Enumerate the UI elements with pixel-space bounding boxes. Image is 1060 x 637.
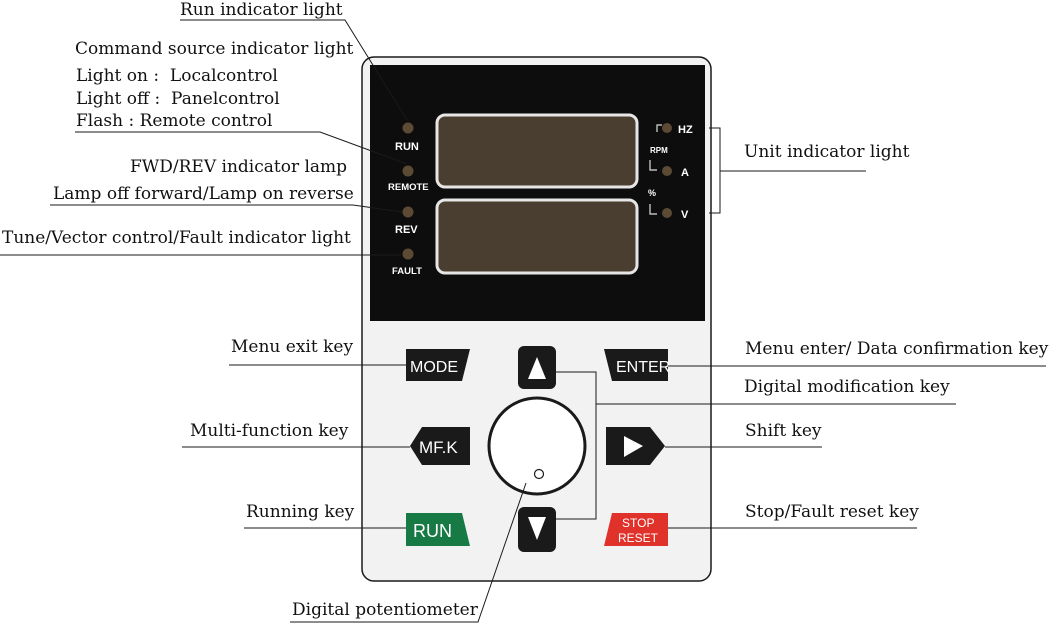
mode-key-label: MODE: [410, 359, 458, 376]
hz-label: HZ: [678, 124, 693, 136]
callout-lamp-off: Lamp off forward/Lamp on reverse: [53, 184, 354, 204]
fault-led: [402, 248, 414, 260]
remote-led: [402, 165, 414, 177]
v-bracket: [649, 204, 657, 215]
stop-reset-key[interactable]: STOP RESET: [604, 513, 668, 546]
potentiometer-knob[interactable]: [487, 396, 587, 496]
fault-led-label: FAULT: [392, 266, 422, 277]
right-arrow-icon: [624, 436, 643, 457]
leader-run: [180, 19, 408, 121]
a-led: [662, 166, 672, 176]
down-arrow-icon: [528, 517, 546, 540]
callout-potentiometer: Digital potentiometer: [292, 600, 478, 620]
run-key[interactable]: RUN: [406, 513, 470, 546]
mode-key[interactable]: MODE: [406, 349, 470, 381]
enter-key[interactable]: ENTER: [604, 349, 670, 381]
run-led-label: RUN: [395, 141, 419, 153]
callout-flash: Flash : Remote control: [76, 111, 273, 131]
rev-led: [402, 206, 414, 218]
stop-key-label-line2: RESET: [618, 531, 659, 545]
callout-tune: Tune/Vector control/Fault indicator ligh…: [2, 228, 351, 248]
percent-label: %: [648, 188, 656, 198]
mfk-key-label: MF.K: [419, 438, 458, 457]
callout-running: Running key: [246, 502, 355, 522]
shift-key[interactable]: [606, 427, 665, 465]
callout-menu-enter: Menu enter/ Data confirmation key: [745, 339, 1049, 359]
leader-rev: [50, 204, 403, 213]
up-key[interactable]: [518, 346, 556, 389]
leader-potentiometer: [290, 482, 527, 623]
up-arrow-icon: [528, 357, 546, 379]
callout-command-source: Command source indicator light: [75, 39, 354, 59]
hz-led: [662, 123, 672, 133]
knob-indicator-dot: [533, 468, 545, 480]
leader-remote: [75, 131, 408, 165]
v-led: [662, 208, 672, 218]
callout-run-indicator: Run indicator light: [180, 0, 343, 20]
rpm-bracket: [656, 124, 662, 132]
leader-digital-mod: [556, 371, 956, 405]
mfk-key[interactable]: MF.K: [410, 427, 470, 465]
rev-led-label: REV: [395, 224, 418, 236]
lower-segment-display: [435, 198, 639, 275]
stop-key-label-line1: STOP: [622, 516, 654, 530]
callout-shift: Shift key: [745, 421, 822, 441]
callout-light-off: Light off : Panelcontrol: [76, 89, 280, 109]
leader-lines: [0, 19, 1046, 623]
callout-multi-function: Multi-function key: [190, 421, 349, 441]
callout-digital-mod: Digital modification key: [744, 377, 950, 397]
run-led: [402, 122, 414, 134]
down-key[interactable]: [518, 507, 556, 552]
v-label: V: [681, 209, 689, 221]
callout-stop-fault: Stop/Fault reset key: [745, 502, 919, 522]
callout-unit-indicator: Unit indicator light: [744, 142, 910, 162]
callout-light-on: Light on : Localcontrol: [76, 66, 278, 86]
enter-key-label: ENTER: [616, 359, 670, 376]
callout-menu-exit: Menu exit key: [231, 337, 354, 357]
remote-led-label: REMOTE: [388, 182, 429, 193]
leader-digital-mod-lower: [556, 404, 597, 520]
a-bracket: [649, 160, 657, 171]
a-label: A: [681, 167, 689, 179]
run-key-label: RUN: [413, 521, 452, 541]
callout-fwd-rev: FWD/REV indicator lamp: [130, 157, 348, 177]
upper-segment-display: [435, 113, 639, 189]
display-area: [370, 65, 705, 321]
rpm-label: RPM: [650, 146, 668, 155]
